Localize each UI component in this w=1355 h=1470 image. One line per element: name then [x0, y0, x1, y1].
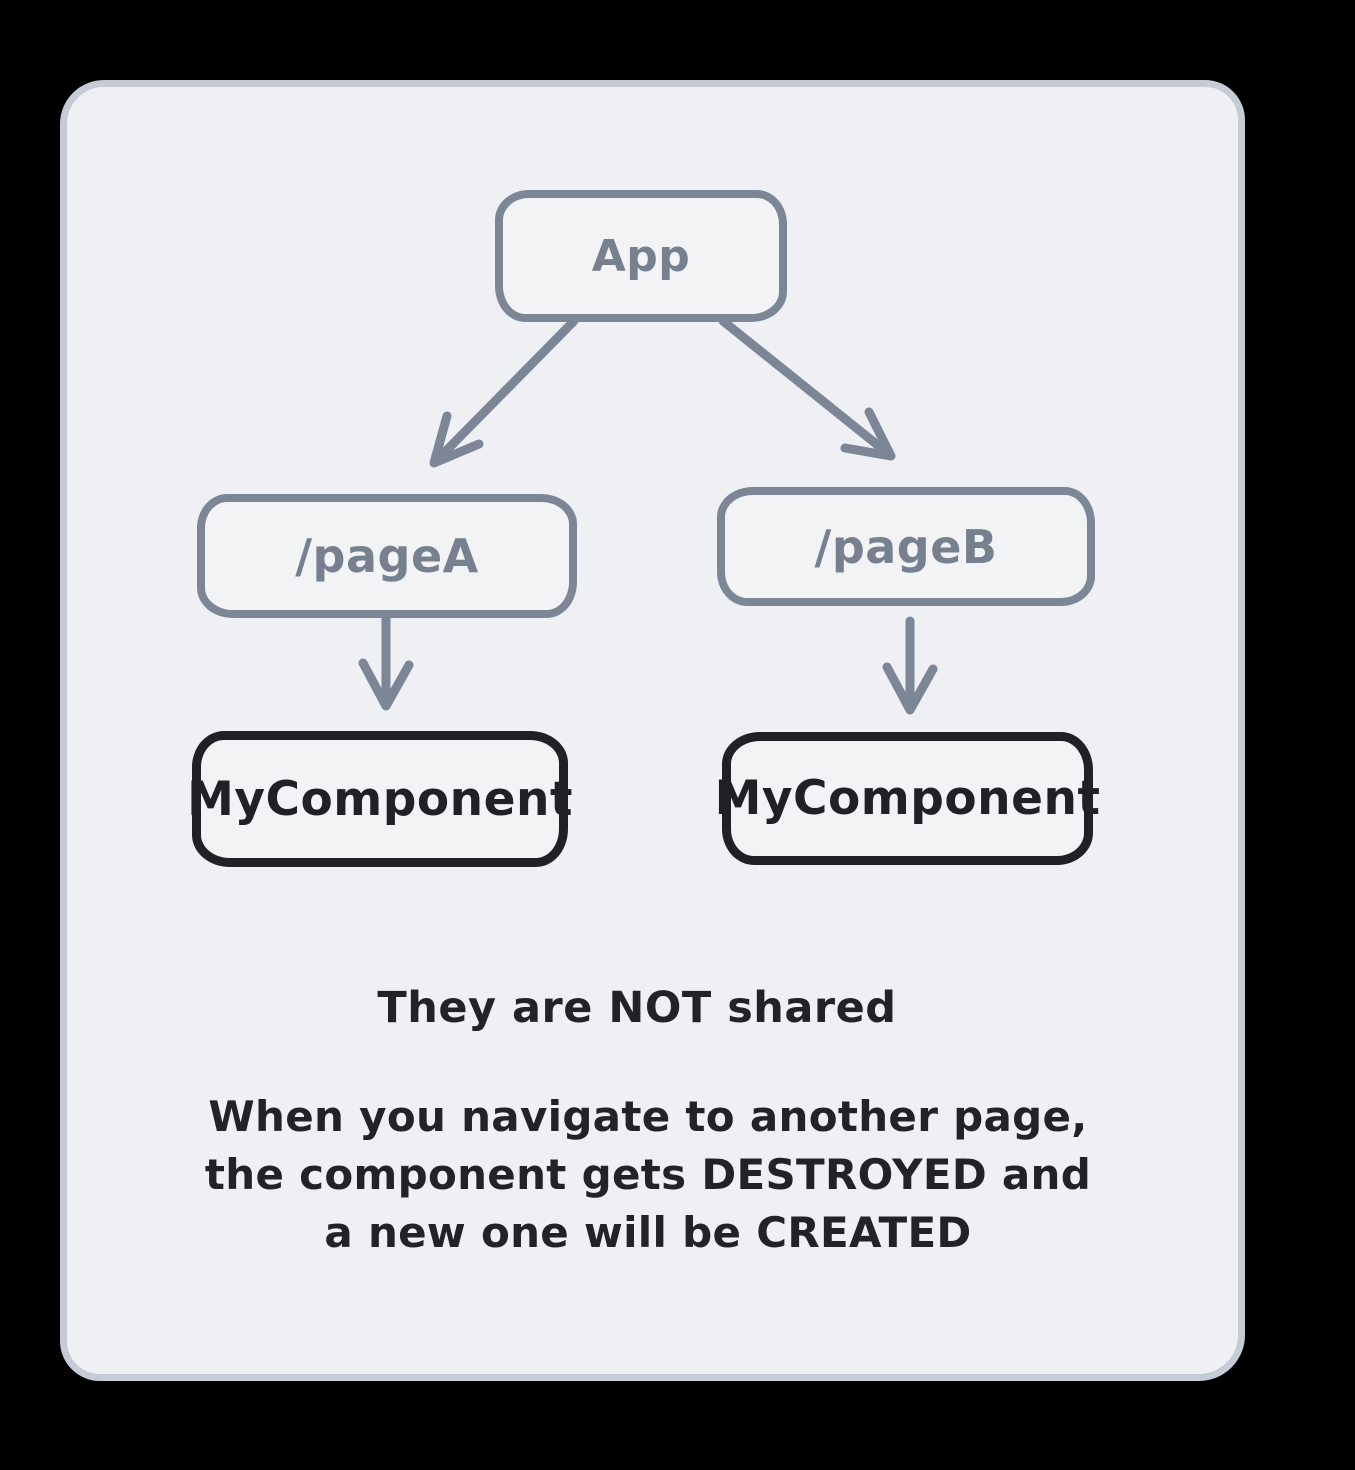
node-app-label: App — [591, 230, 691, 282]
note-body-line-2: the component gets DESTROYED and — [204, 1150, 1092, 1199]
node-app: App — [495, 190, 787, 322]
node-page-a-label: /pageA — [295, 529, 479, 583]
note-body-line-3: a new one will be CREATED — [324, 1208, 972, 1257]
node-mycomponent-a-label: MyComponent — [187, 771, 573, 827]
node-mycomponent-b: MyComponent — [715, 732, 1100, 865]
node-page-a: /pageA — [197, 494, 577, 618]
node-mycomponent-a: MyComponent — [187, 731, 572, 867]
node-mycomponent-b-label: MyComponent — [714, 771, 1101, 826]
note-body: When you navigate to another page, the c… — [205, 1088, 1091, 1262]
node-page-b: /pageB — [717, 487, 1095, 606]
node-page-b-label: /pageB — [814, 519, 998, 574]
note-body-line-1: When you navigate to another page, — [208, 1092, 1088, 1141]
note-headline: They are NOT shared — [377, 983, 897, 1033]
